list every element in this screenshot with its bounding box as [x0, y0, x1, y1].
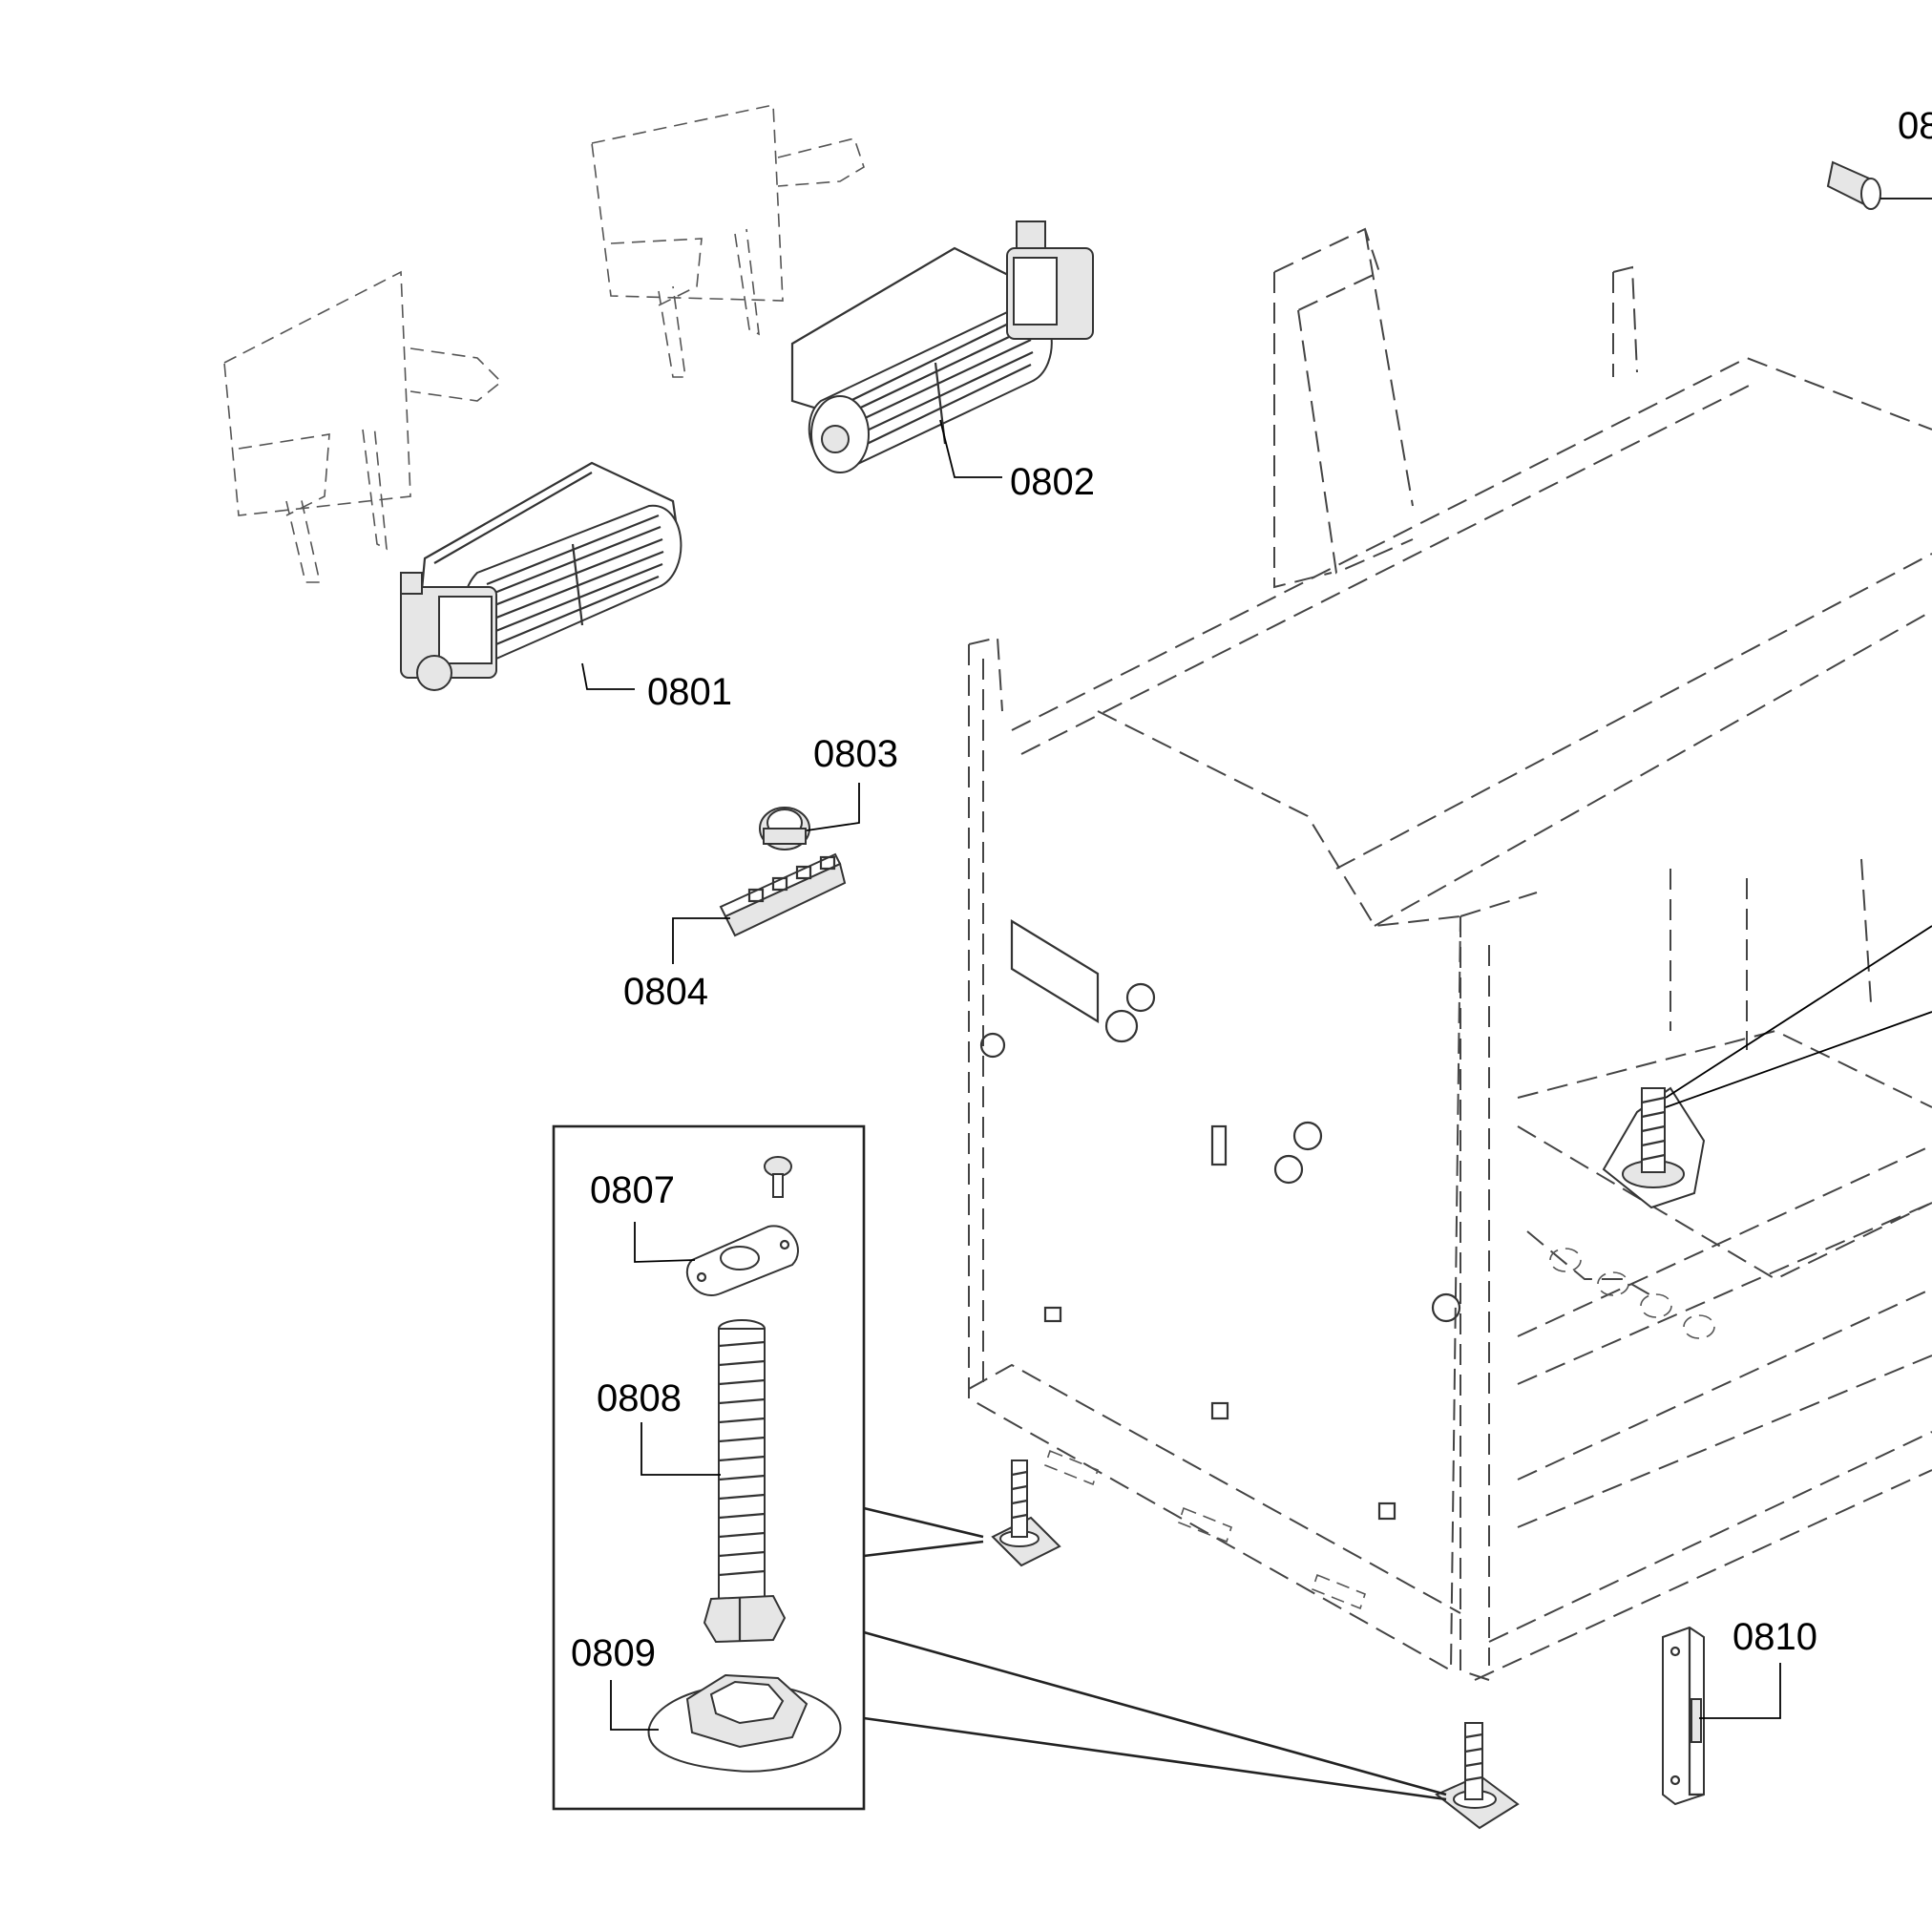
foot-detail-box: [552, 1124, 1447, 1811]
leveling-foot-icon: [703, 1319, 787, 1644]
oven-cabinet-frame: [968, 227, 1932, 1681]
fan-bracket-left: [223, 270, 503, 583]
fan-bracket-right: [591, 104, 865, 378]
label-0804: 0804: [623, 971, 708, 1013]
label-0807: 0807: [590, 1169, 675, 1211]
tangential-fan-icon: [400, 461, 682, 691]
label-0801: 0801: [647, 671, 732, 713]
label-0808: 0808: [597, 1377, 682, 1419]
mounting-plate-icon: [685, 1225, 799, 1296]
label-0810: 0810: [1732, 1616, 1817, 1658]
thermostat-icon: [759, 807, 810, 850]
leader-lines: [581, 419, 1781, 1731]
screw-icon: [764, 1156, 792, 1198]
terminal-block-icon: [719, 852, 847, 937]
door-switch-icon: [1662, 1626, 1705, 1806]
label-0802: 0802: [1010, 461, 1095, 503]
rear-leveling-foot: [1602, 925, 1932, 1209]
label-0803: 0803: [813, 733, 898, 775]
front-right-foot: [1435, 1722, 1520, 1830]
front-left-foot: [991, 1460, 1061, 1567]
lamp-socket-icon: [1826, 160, 1932, 210]
label-0809: 0809: [571, 1632, 656, 1674]
foot-base-icon: [647, 1673, 842, 1773]
label-08-partial: 08: [1898, 105, 1932, 147]
tangential-fan-icon: [790, 220, 1094, 473]
